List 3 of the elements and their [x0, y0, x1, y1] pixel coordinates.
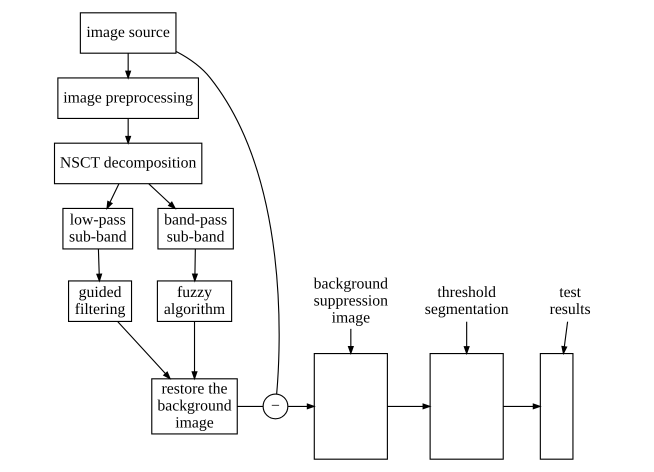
- node-text: test results: [549, 284, 590, 318]
- node-text: background suppression image: [313, 276, 388, 326]
- node-text: threshold segmentation: [424, 284, 508, 318]
